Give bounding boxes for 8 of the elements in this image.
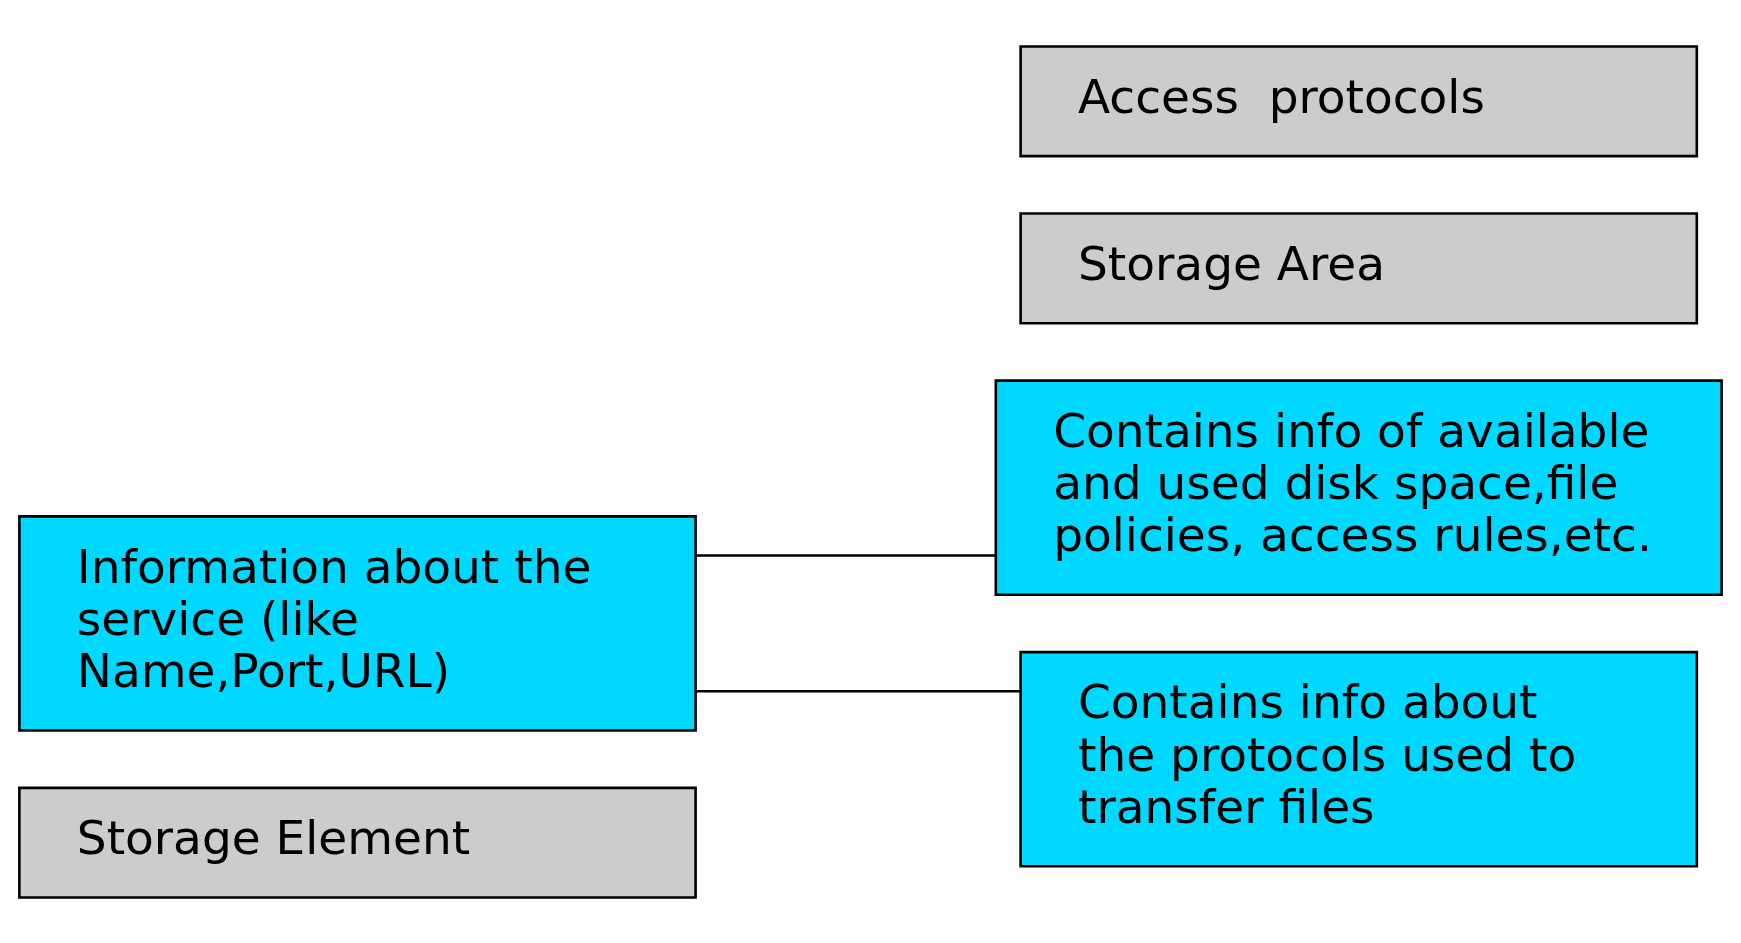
node-box: Access protocols [1019, 44, 1699, 157]
node-box: Contains info of available and used disk space,file policies, access rules,etc. [994, 378, 1723, 596]
connector [695, 689, 1021, 693]
node-box: Information about the service (like Name,Port,URL) [18, 514, 697, 732]
node-box: Storage Element [18, 786, 697, 899]
connector [695, 553, 996, 557]
node-box: Storage Area [1019, 211, 1699, 324]
node-box: Contains info about the protocols used to transfer files [1019, 650, 1699, 868]
